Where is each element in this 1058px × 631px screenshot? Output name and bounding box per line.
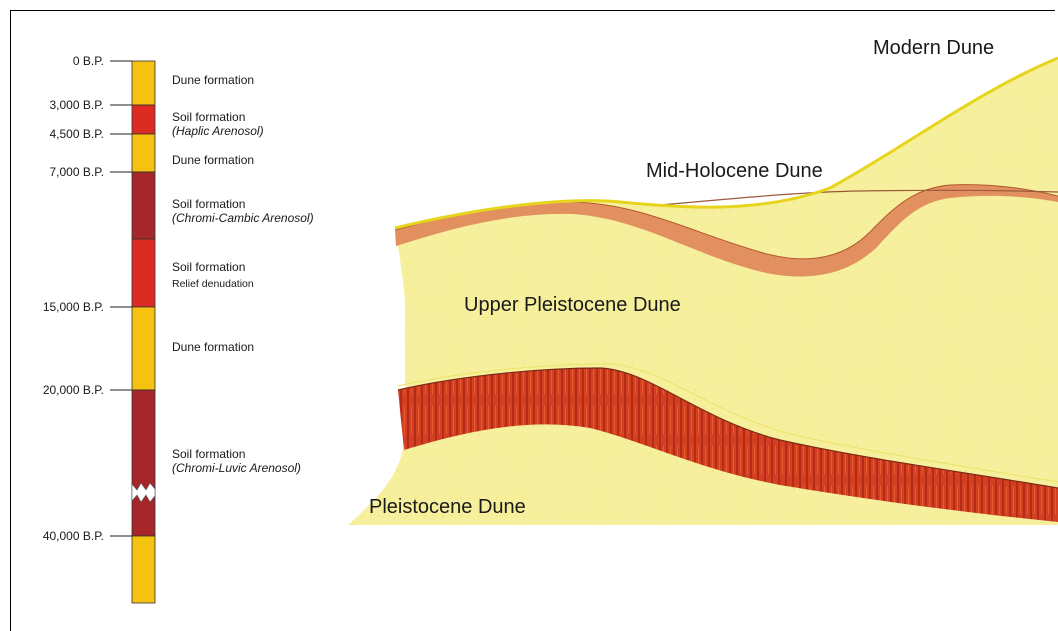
upper-pleistocene-dune-label: Upper Pleistocene Dune — [464, 294, 681, 316]
age-ticks — [110, 61, 132, 536]
unit-dune-formation-pleistocene — [132, 307, 155, 390]
age-label: 15,000 B.P. — [43, 300, 104, 314]
dune-cross-section — [348, 58, 1058, 525]
age-label: 0 B.P. — [73, 54, 104, 68]
unit-subtitle: Relief denudation — [172, 278, 254, 290]
unit-subtitle: (Chromi-Luvic Arenosol) — [172, 461, 301, 475]
stratigraphic-column — [132, 61, 155, 603]
unit-title: Dune formation — [172, 153, 254, 167]
unit-dune-formation-top — [132, 61, 155, 105]
unit-chromi-cambic-arenosol — [132, 172, 155, 239]
unit-title: Soil formation — [172, 447, 245, 461]
unit-title: Dune formation — [172, 73, 254, 87]
unit-dune-formation-base — [132, 536, 155, 603]
age-label: 3,000 B.P. — [50, 98, 105, 112]
age-label: 4,500 B.P. — [50, 127, 105, 141]
unit-haplic-arenosol — [132, 105, 155, 134]
unit-title: Soil formation — [172, 260, 245, 274]
age-label: 40,000 B.P. — [43, 529, 104, 543]
unit-chromi-luvic-arenosol — [132, 390, 155, 536]
unit-relief-denudation — [132, 239, 155, 307]
unit-title: Soil formation — [172, 110, 245, 124]
unit-subtitle: (Chromi-Cambic Arenosol) — [172, 211, 314, 225]
unit-descriptions: Dune formation Soil formation (Haplic Ar… — [172, 73, 314, 475]
mid-holocene-dune-label: Mid-Holocene Dune — [646, 160, 823, 182]
unit-subtitle: (Haplic Arenosol) — [172, 124, 264, 138]
unit-title: Soil formation — [172, 197, 245, 211]
unit-dune-formation-holocene — [132, 134, 155, 172]
modern-dune-label: Modern Dune — [873, 37, 994, 59]
age-label: 20,000 B.P. — [43, 383, 104, 397]
unit-title: Dune formation — [172, 340, 254, 354]
pleistocene-dune-label: Pleistocene Dune — [369, 496, 526, 518]
age-label: 7,000 B.P. — [50, 165, 105, 179]
age-labels: 0 B.P. 3,000 B.P. 4,500 B.P. 7,000 B.P. … — [43, 54, 104, 543]
